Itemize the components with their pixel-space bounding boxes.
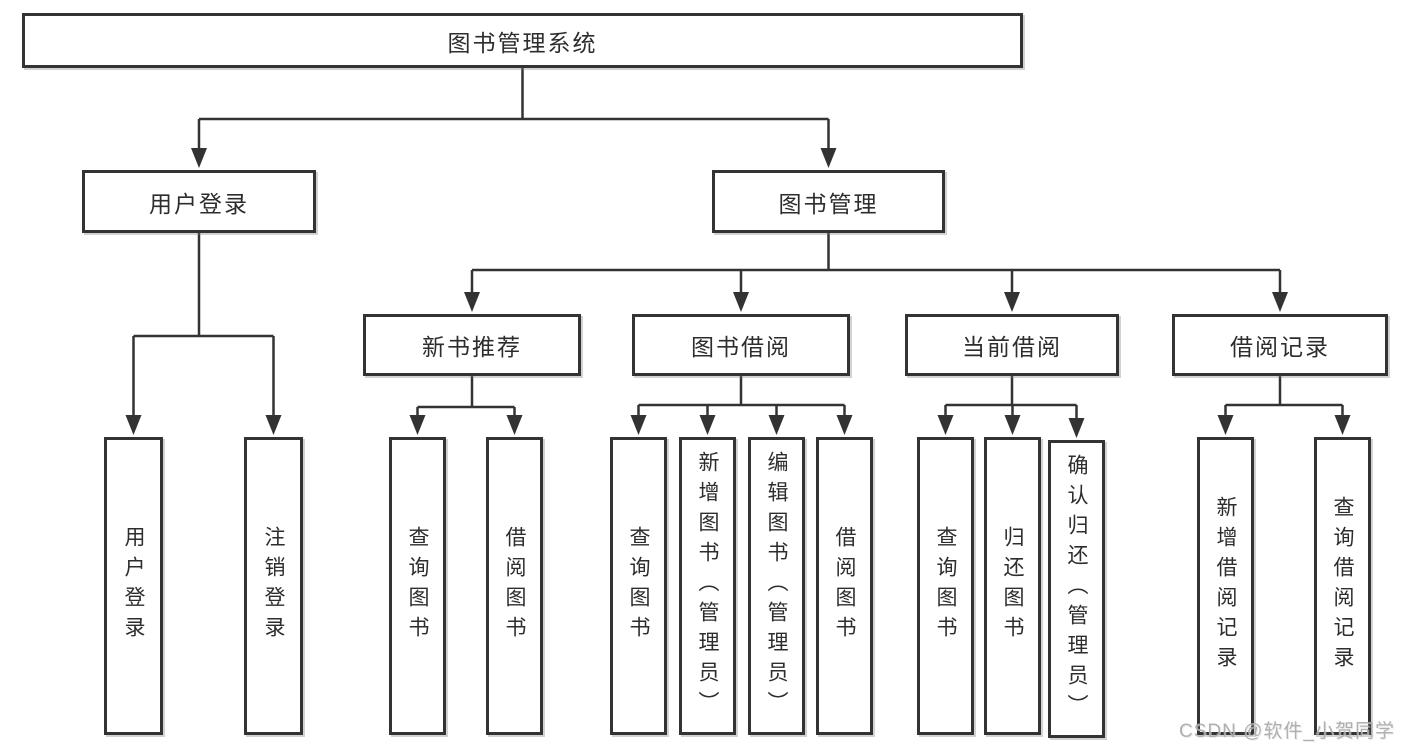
node-label-new-book-rec: 新书推荐 — [422, 334, 522, 360]
node-book-borrow: 图书借阅 — [632, 314, 850, 376]
node-label-leaf-nbr-query: 查询图书 — [406, 526, 429, 646]
node-label-leaf-bb-query: 查询图书 — [627, 526, 650, 646]
node-new-book-rec: 新书推荐 — [363, 314, 581, 376]
node-label-leaf-nbr-borrow: 借阅图书 — [503, 526, 526, 646]
node-leaf-bb-edit: 编辑图书（管理员） — [748, 437, 805, 735]
node-leaf-nbr-query: 查询图书 — [389, 437, 446, 735]
node-label-leaf-cb-return: 归还图书 — [1001, 526, 1024, 646]
node-label-user-login: 用户登录 — [149, 190, 249, 217]
node-label-leaf-br-add: 新增借阅记录 — [1214, 496, 1237, 676]
node-leaf-bb-add: 新增图书（管理员） — [679, 437, 736, 735]
node-book-mgmt: 图书管理 — [712, 170, 945, 233]
node-leaf-br-query: 查询借阅记录 — [1314, 437, 1371, 735]
node-label-leaf-br-query: 查询借阅记录 — [1331, 496, 1354, 676]
node-label-current-borrow: 当前借阅 — [962, 334, 1062, 360]
node-label-borrow-records: 借阅记录 — [1230, 334, 1330, 360]
node-leaf-user-login: 用户登录 — [104, 437, 163, 735]
node-label-leaf-logout: 注销登录 — [262, 526, 285, 646]
node-label-book-borrow: 图书借阅 — [691, 334, 791, 360]
node-leaf-logout: 注销登录 — [244, 437, 303, 735]
node-label-leaf-cb-query: 查询图书 — [934, 526, 957, 646]
node-leaf-cb-confirm: 确认归还（管理员） — [1048, 440, 1105, 738]
node-label-leaf-bb-borrow: 借阅图书 — [833, 526, 856, 646]
node-label-leaf-cb-confirm: 确认归还（管理员） — [1065, 454, 1088, 724]
tree-edges — [132, 68, 1344, 419]
node-label-book-mgmt: 图书管理 — [778, 190, 879, 217]
arrowheads — [125, 148, 1351, 438]
node-label-leaf-bb-add: 新增图书（管理员） — [696, 451, 719, 721]
node-leaf-nbr-borrow: 借阅图书 — [486, 437, 543, 735]
node-current-borrow: 当前借阅 — [905, 314, 1119, 376]
node-leaf-cb-query: 查询图书 — [917, 437, 974, 735]
node-label-leaf-user-login: 用户登录 — [122, 526, 145, 646]
node-label-leaf-bb-edit: 编辑图书（管理员） — [765, 451, 788, 721]
node-borrow-records: 借阅记录 — [1172, 314, 1388, 376]
node-leaf-bb-borrow: 借阅图书 — [816, 437, 873, 735]
node-leaf-cb-return: 归还图书 — [984, 437, 1041, 735]
node-user-login: 用户登录 — [82, 170, 316, 233]
node-leaf-bb-query: 查询图书 — [610, 437, 667, 735]
node-root: 图书管理系统 — [22, 13, 1023, 68]
node-leaf-br-add: 新增借阅记录 — [1197, 437, 1254, 735]
node-label-root: 图书管理系统 — [447, 29, 598, 56]
